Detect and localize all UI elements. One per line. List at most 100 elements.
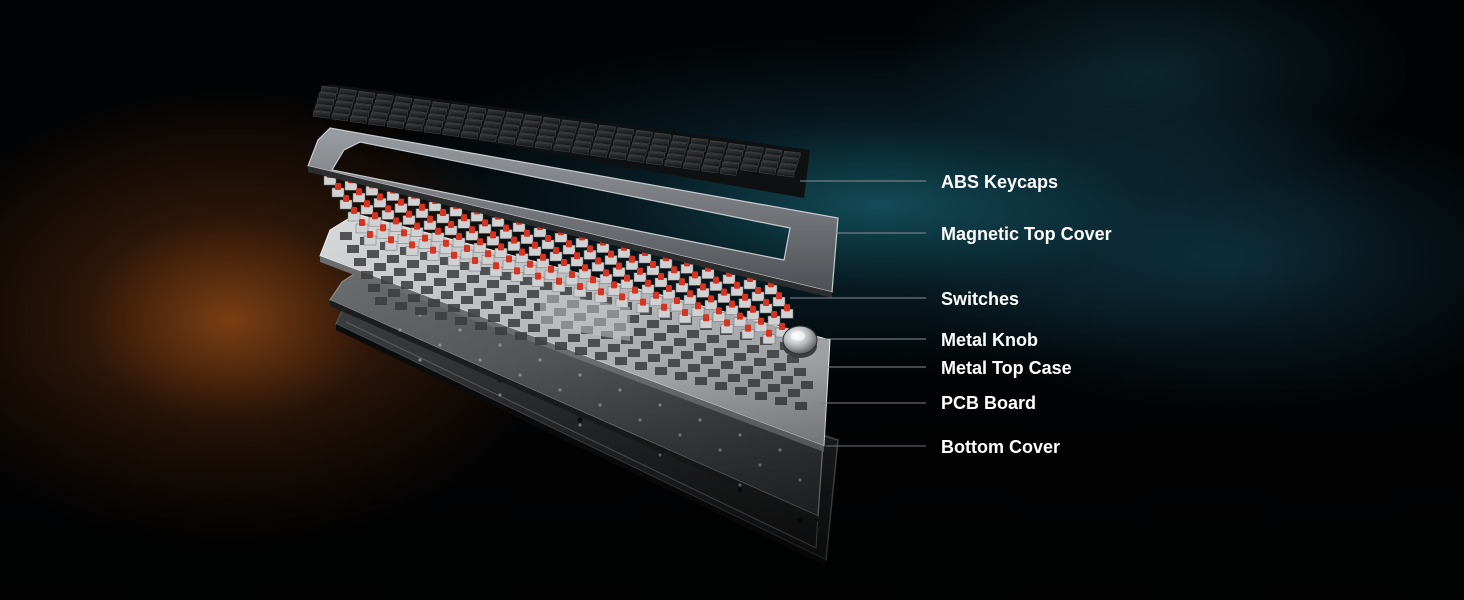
plate-cutout (387, 255, 399, 263)
switch-stem (577, 283, 583, 290)
switch-stem (430, 246, 436, 254)
plate-cutout (595, 352, 607, 360)
switch-stem (406, 210, 412, 218)
plate-cutout (701, 356, 713, 364)
plate-cutout (801, 381, 813, 389)
switch-stem (524, 229, 530, 237)
switch-stem (755, 287, 761, 294)
switch-stem (461, 214, 467, 222)
plate-cutout (655, 367, 667, 375)
switch-stem (503, 224, 509, 232)
plate-cutout (515, 332, 527, 340)
plate-cutout (555, 342, 567, 350)
plate-cutout (648, 354, 660, 362)
plate-cutout (668, 359, 680, 367)
switch-stem (485, 250, 491, 258)
plate-cutout (654, 333, 666, 341)
switch-stem (422, 234, 428, 242)
switch-stem (414, 222, 420, 230)
plate-cutout (615, 357, 627, 365)
label-magnetic-top-cover: Magnetic Top Cover (941, 224, 1112, 244)
switch-stem (682, 309, 688, 316)
switch-stem (632, 286, 638, 294)
label-switches: Switches (941, 289, 1020, 309)
label-bottom-cover: Bottom Cover (941, 437, 1061, 457)
switch-stem (448, 221, 454, 228)
plate-cutout (548, 329, 560, 337)
switch-stem (758, 317, 764, 325)
plate-cutout (340, 232, 352, 240)
plate-cutout (767, 350, 779, 358)
switch-stem (595, 257, 601, 265)
switch-stem (451, 251, 457, 259)
switch-stem (666, 285, 672, 292)
switch-stem (385, 205, 391, 213)
plate-cutout (727, 340, 739, 348)
switch-stem (401, 229, 407, 237)
plate-cutout (795, 402, 807, 410)
plate-cutout (374, 263, 386, 271)
switch-stem (435, 227, 441, 235)
plate-cutout (407, 260, 419, 268)
plate-cutout (688, 364, 700, 372)
plate-cutout (634, 328, 646, 336)
plate-cutout (674, 338, 686, 346)
switch-stem (427, 215, 433, 223)
switch-stem (716, 307, 722, 315)
plate-cutout (487, 280, 499, 288)
plate-cutout (775, 397, 787, 405)
switch-stem (619, 293, 625, 301)
switch-stem (734, 281, 740, 289)
plate-cutout (467, 275, 479, 283)
switch-stem (653, 291, 659, 299)
plate-cutout (535, 337, 547, 345)
switch-stem (603, 269, 609, 277)
switch-stem (763, 299, 769, 306)
switch-stem (674, 297, 680, 304)
plate-cutout (448, 304, 460, 312)
switch-stem (548, 265, 554, 273)
switch-stem (645, 279, 651, 287)
switch-stem (703, 314, 709, 322)
switch-stem (532, 241, 538, 249)
plate-cutout (527, 290, 539, 298)
switch-stem (713, 276, 719, 284)
plate-cutout (507, 285, 519, 293)
plate-cutout (575, 347, 587, 355)
plate-cutout (588, 339, 600, 347)
switch-stem (679, 278, 685, 286)
switch-stem (372, 212, 378, 220)
switch-stem (356, 188, 362, 196)
plate-cutout (447, 270, 459, 278)
switch-stem (776, 292, 782, 300)
plate-cutout (375, 297, 387, 305)
plate-cutout (475, 322, 487, 330)
plate-cutout (728, 374, 740, 382)
plate-cutout (455, 317, 467, 325)
switch-stem (687, 290, 693, 298)
switch-stem (498, 243, 504, 251)
switch-stem (464, 245, 470, 252)
switch-stem (419, 203, 425, 211)
plate-cutout (721, 361, 733, 369)
plate-cutout (681, 351, 693, 359)
switch-stem (784, 304, 790, 312)
switch-stem (527, 260, 533, 268)
switch-stem (359, 219, 365, 226)
switch-stem (343, 195, 349, 202)
switch-stem (750, 305, 756, 313)
plate-cutout (667, 325, 679, 333)
plate-cutout (508, 319, 520, 327)
switch-stem (700, 283, 706, 291)
plate-cutout (641, 341, 653, 349)
switch-stem (779, 323, 785, 330)
plate-cutout (695, 377, 707, 385)
switch-stem (506, 255, 512, 263)
switch-stem (742, 293, 748, 301)
plate-cutout (661, 346, 673, 354)
switch-stem (388, 236, 394, 244)
plate-cutout (354, 258, 366, 266)
switch-stem (640, 298, 646, 306)
plate-cutout (367, 250, 379, 258)
